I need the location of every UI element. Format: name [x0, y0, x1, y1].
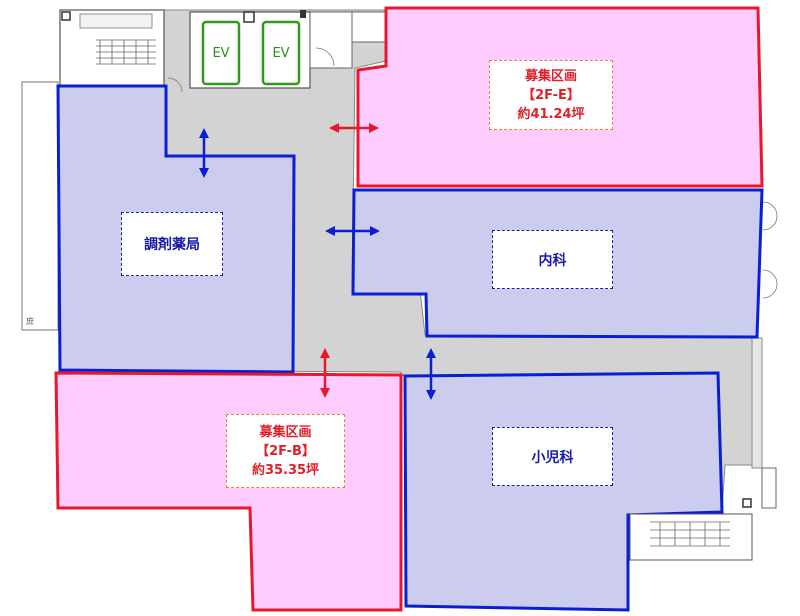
stairwell-south	[629, 467, 777, 561]
service-rooms-north	[300, 10, 387, 69]
door-swings-east	[762, 201, 778, 299]
vacancy-label-2f-b: 募集区画 【2F-B】 約35.35坪	[226, 414, 345, 488]
elevator-left-label: EV	[212, 46, 229, 61]
pediatrics-area	[403, 371, 724, 612]
elevator-left: EV	[201, 20, 241, 86]
vacancy-2f-e-line1: 募集区画	[524, 68, 577, 84]
vacancy-2f-b-line1: 募集区画	[259, 424, 312, 440]
vacancy-2f-b-line2: 【2F-B】	[256, 443, 315, 459]
vacancy-2f-b-line3: 約35.35坪	[251, 462, 320, 478]
elevator-right-label: EV	[272, 46, 289, 61]
pharmacy-label-text: 調剤薬局	[144, 237, 200, 253]
east-wall-strip	[751, 337, 763, 469]
pediatrics-label: 小児科	[492, 427, 613, 486]
vacancy-2f-e-line2: 【2F-E】	[522, 87, 580, 103]
annex-mark: 庶	[26, 316, 34, 326]
west-annex	[21, 81, 59, 331]
stairwell-north	[59, 9, 183, 93]
pharmacy-label: 調剤薬局	[121, 212, 223, 276]
internal-medicine-label: 内科	[492, 230, 613, 289]
vacancy-2f-e-line3: 約41.24坪	[517, 106, 585, 122]
pediatrics-label-text: 小児科	[531, 449, 574, 466]
internal-medicine-label-text: 内科	[538, 252, 567, 269]
vacancy-area-2f-b	[54, 371, 403, 612]
vacancy-label-2f-e: 募集区画 【2F-E】 約41.24坪	[489, 60, 613, 130]
elevator-right: EV	[261, 20, 301, 86]
